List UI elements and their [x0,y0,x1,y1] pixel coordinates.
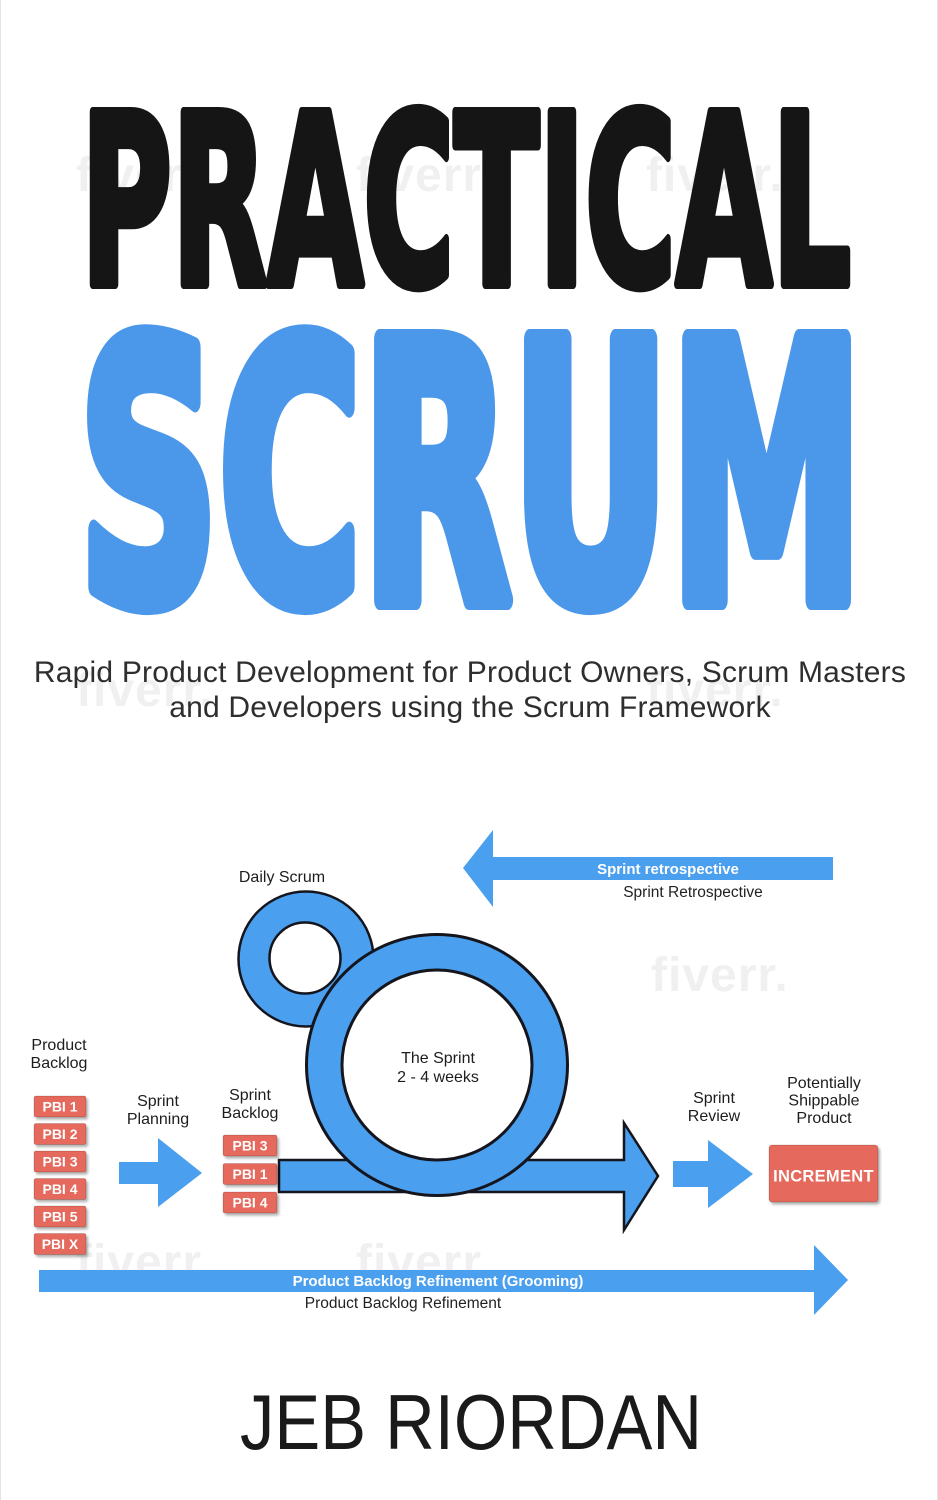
subtitle-line-2: and Developers using the Scrum Framework [169,691,771,724]
daily-scrum-label: Daily Scrum [239,869,325,886]
product-backlog-title-line-1: Product [31,1037,87,1054]
pbi-label: PBI 3 [232,1138,267,1154]
pbi-label: PBI 1 [42,1099,77,1115]
sprint-review-label-line-1: Sprint [693,1090,735,1107]
increment-box: INCREMENT [768,1144,879,1203]
sprint-ring-inner [340,968,534,1162]
subtitle: Rapid Product Development for Product Ow… [1,655,937,725]
sprint-planning-label-line-2: Planning [127,1111,189,1128]
sprint-backlog-item: PBI 3 [222,1134,278,1157]
product-backlog-item: PBI 3 [33,1150,87,1173]
sprint-planning-arrow [119,1138,202,1207]
masthead: PRACTICAL SCRUM [69,60,874,640]
sprint-review-label-line-2: Review [688,1108,741,1125]
author-block: JEB RIORDAN [240,1380,702,1466]
product-backlog-item: PBI 2 [33,1123,87,1145]
sprint-backlog-title-line-1: Sprint [229,1087,271,1104]
pbi-label: PBI X [42,1236,79,1252]
sprint-retrospective-arrow [463,830,833,907]
product-backlog-item: PBI 5 [33,1205,87,1228]
sprint-review-arrow [673,1140,753,1208]
sprint-label-line-1: The Sprint [401,1050,475,1067]
pbi-label: PBI 5 [42,1209,77,1225]
daily-scrum-ring-inner [268,921,342,995]
shippable-label-line-3: Product [796,1110,852,1127]
author-name: JEB RIORDAN [240,1380,702,1466]
refinement-arrow-label: Product Backlog Refinement (Grooming) [293,1273,584,1290]
sprint-retrospective-caption: Sprint Retrospective [623,884,763,901]
refinement-arrow [39,1245,848,1315]
product-backlog-item: PBI 1 [33,1095,87,1118]
sprint-planning-label-line-1: Sprint [137,1093,179,1110]
increment-label: INCREMENT [773,1168,874,1186]
shippable-label-line-1: Potentially [787,1075,861,1092]
title-line-1: PRACTICAL [81,65,851,340]
title-line-2: SCRUM [79,269,864,640]
refinement-caption: Product Backlog Refinement [305,1295,502,1312]
sprint-backlog-title-line-2: Backlog [222,1105,279,1122]
pbi-label: PBI 4 [232,1195,267,1211]
sprint-backlog-item: PBI 4 [222,1191,278,1214]
product-backlog-title-line-2: Backlog [31,1055,88,1072]
scrum-diagram: Sprint retrospective Sprint Retrospectiv… [31,830,879,1315]
sprint-backlog-item: PBI 1 [222,1163,278,1185]
product-backlog-item: PBI X [33,1233,87,1255]
product-backlog-item: PBI 4 [33,1178,87,1200]
subtitle-line-1: Rapid Product Development for Product Ow… [33,656,907,689]
pbi-label: PBI 1 [232,1166,267,1182]
pbi-label: PBI 2 [42,1126,77,1142]
pbi-label: PBI 4 [42,1181,77,1197]
shippable-label-line-2: Shippable [788,1093,859,1110]
sprint-label-line-2: 2 - 4 weeks [397,1069,479,1086]
sprint-retrospective-arrow-label: Sprint retrospective [597,861,739,878]
pbi-label: PBI 3 [42,1154,77,1170]
